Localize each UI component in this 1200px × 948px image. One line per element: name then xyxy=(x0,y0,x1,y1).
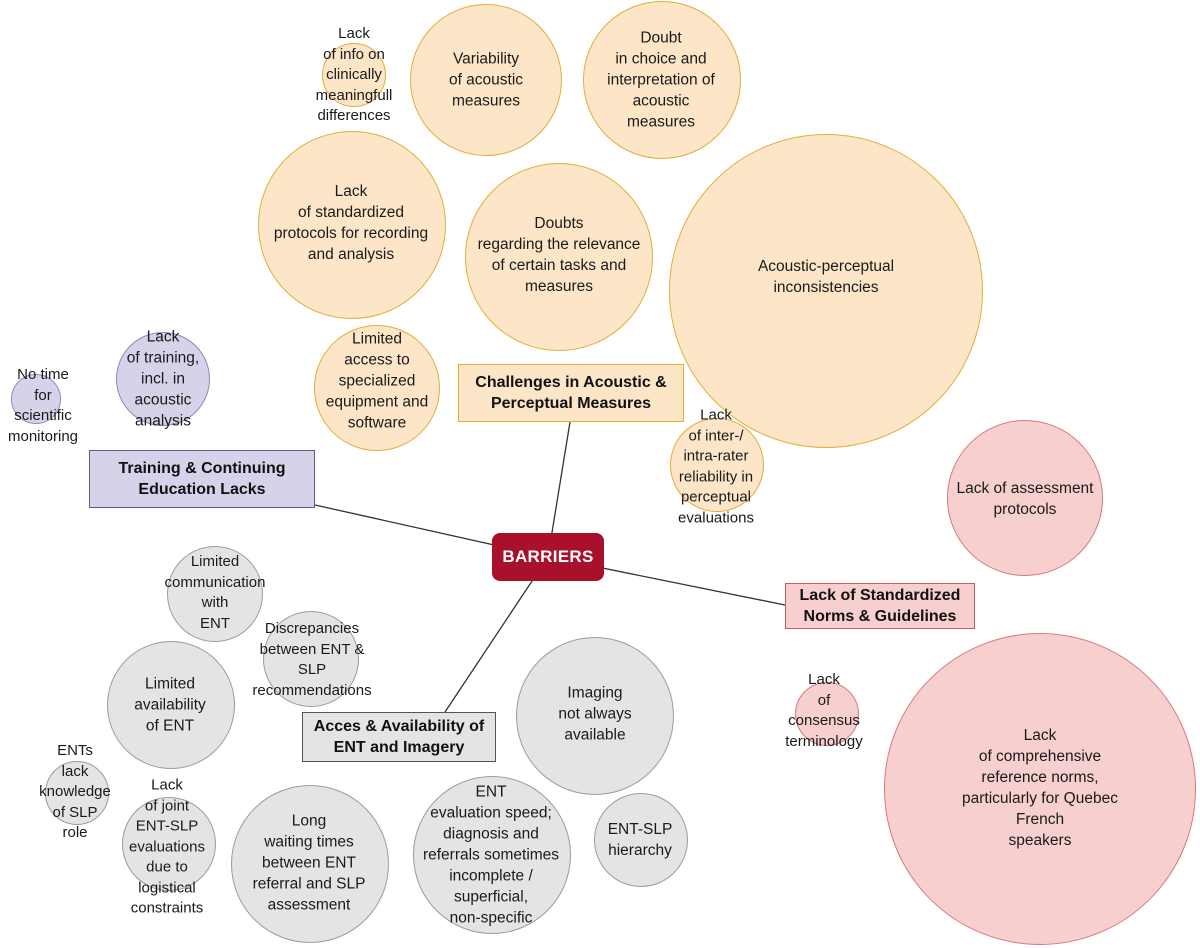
bubble-consensus xyxy=(795,682,859,746)
bubble-lack-training xyxy=(116,332,210,426)
bubble-doubt-choice xyxy=(583,1,741,159)
label-reference-norms: Lack of comprehensive reference norms, p… xyxy=(962,727,1118,849)
label-evaluation-speed: ENT evaluation speed; diagnosis and refe… xyxy=(422,783,560,927)
bubble-evaluation-speed xyxy=(413,776,571,934)
category-access: Acces & Availability of ENT and Imagery xyxy=(302,712,496,762)
label-joint-evaluations: Lack of joint ENT-SLP evaluations due to… xyxy=(129,776,205,917)
label-limited-communication: Limited communication with ENT xyxy=(164,553,266,632)
bubble-standardized-protocols xyxy=(258,131,446,319)
bubble-imaging xyxy=(516,637,674,795)
category-norms: Lack of Standardized Norms & Guidelines xyxy=(785,583,975,629)
bubble-reliability xyxy=(670,418,764,512)
link-access xyxy=(444,556,549,713)
bubble-ents-lack xyxy=(45,761,109,825)
category-acoustic-perceptual: Challenges in Acoustic & Perceptual Meas… xyxy=(458,364,684,422)
label-acoustic-perceptual: Acoustic-perceptual inconsistencies xyxy=(757,258,895,296)
label-consensus: Lack of consensus terminology xyxy=(785,671,863,750)
bubble-doubts-relevance xyxy=(465,163,653,351)
label-info-differences: Lack of info on clinically meaningfull d… xyxy=(315,24,393,124)
label-lack-training: Lack of training, incl. in acoustic anal… xyxy=(126,328,200,430)
label-limited-availability: Limited availability of ENT xyxy=(134,675,206,735)
label-doubt-choice: Doubt in choice and interpretation of ac… xyxy=(607,29,715,131)
bubble-variability xyxy=(410,4,562,156)
bubble-info-differences xyxy=(322,43,386,107)
bubble-reference-norms xyxy=(884,633,1196,945)
label-standardized-protocols: Lack of standardized protocols for recor… xyxy=(273,183,429,263)
label-variability: Variability of acoustic measures xyxy=(448,50,524,110)
bubble-joint-evaluations xyxy=(122,797,216,891)
bubble-assessment-protocols xyxy=(947,420,1103,576)
bubble-discrepancies xyxy=(263,611,359,707)
label-doubts-relevance: Doubts regarding the relevance of certai… xyxy=(477,215,641,295)
label-ents-lack: ENTs lack knowledge of SLP role xyxy=(39,741,111,841)
bubble-limited-access xyxy=(314,325,440,451)
label-discrepancies: Discrepancies between ENT & SLP recommen… xyxy=(252,620,372,699)
label-waiting-times: Long waiting times between ENT referral … xyxy=(252,812,366,914)
label-hierarchy: ENT-SLP hierarchy xyxy=(607,821,673,859)
bubble-hierarchy xyxy=(594,793,688,887)
bubble-no-time xyxy=(11,374,61,424)
label-reliability: Lack of inter-/ intra-rater reliability … xyxy=(678,406,754,527)
bubble-waiting-times xyxy=(231,785,389,943)
category-training: Training & Continuing Education Lacks xyxy=(89,450,315,508)
label-assessment-protocols: Lack of assessment protocols xyxy=(956,480,1094,518)
barriers-center-node: BARRIERS xyxy=(492,533,604,581)
bubble-acoustic-perceptual xyxy=(669,134,983,448)
label-limited-access: Limited access to specialized equipment … xyxy=(325,330,429,432)
bubble-limited-availability xyxy=(107,641,235,769)
label-imaging: Imaging not always available xyxy=(558,684,632,744)
bubble-limited-communication xyxy=(167,546,263,642)
label-no-time: No time for scientific monitoring xyxy=(7,366,79,445)
